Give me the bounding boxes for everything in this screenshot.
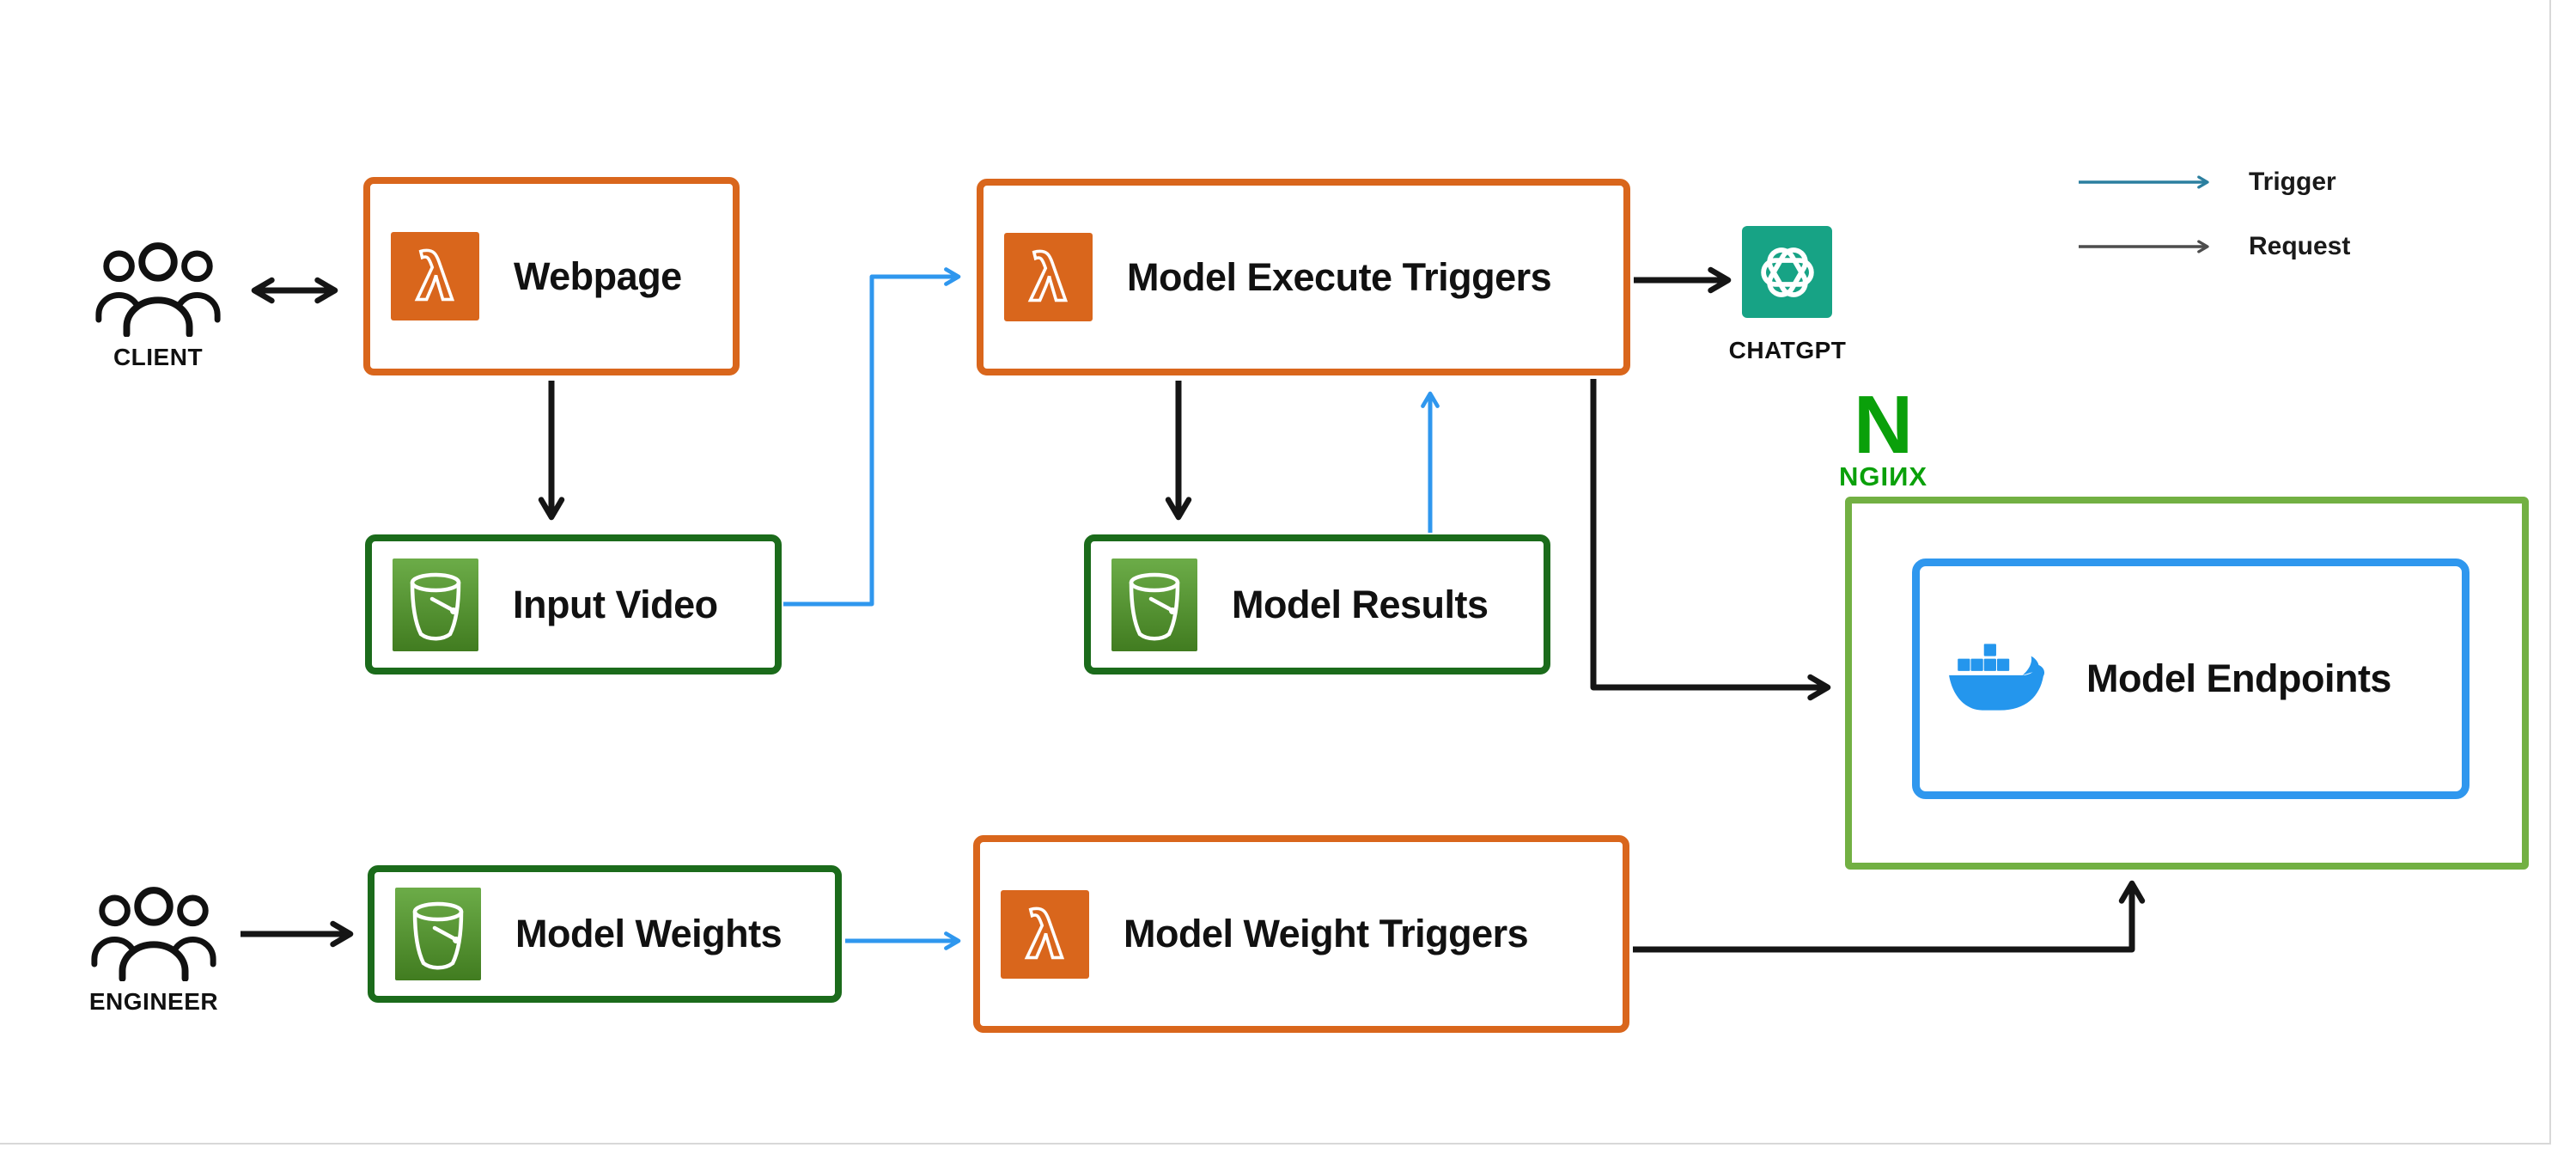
canvas-right-edge (2549, 0, 2551, 1145)
aws-lambda-icon: λ (1001, 889, 1089, 979)
node-model-weights: Model Weights (368, 865, 842, 1003)
aws-lambda-icon: λ (391, 232, 479, 320)
node-webpage: λ Webpage (363, 177, 740, 375)
canvas-bottom-edge (0, 1143, 2551, 1145)
legend-trigger-label: Trigger (2249, 168, 2336, 196)
aws-lambda-icon: λ (1004, 233, 1093, 321)
node-input-video-label: Input Video (513, 582, 718, 626)
node-model-results: Model Results (1084, 534, 1550, 675)
node-model-weight-triggers: λ Model Weight Triggers (973, 835, 1629, 1033)
nginx-wordmark: NGIИX (1838, 461, 1928, 491)
client-label: CLIENT (113, 344, 204, 370)
aws-s3-bucket-icon (395, 888, 481, 980)
engineer-actor (86, 883, 222, 982)
svg-text:λ: λ (1030, 241, 1066, 314)
node-model-endpoints: Model Endpoints (1912, 559, 2469, 799)
node-model-endpoints-label: Model Endpoints (2086, 656, 2391, 700)
people-group-icon (91, 887, 216, 982)
docker-whale-icon (1949, 644, 2045, 711)
edge-model-weight-triggers-model-endpoints (1633, 880, 2146, 953)
svg-text:λ: λ (1026, 899, 1063, 972)
aws-s3-bucket-icon (393, 558, 478, 651)
node-model-weights-label: Model Weights (515, 912, 783, 955)
node-model-execute-triggers-label: Model Execute Triggers (1127, 254, 1552, 299)
node-input-video: Input Video (365, 534, 782, 675)
nginx-n-letter: N (1853, 379, 1914, 471)
chatgpt-openai-icon (1760, 247, 1814, 297)
client-actor (90, 239, 226, 338)
people-group-icon (95, 242, 221, 338)
node-model-execute-triggers: λ Model Execute Triggers (977, 179, 1630, 375)
nginx-logo: N NGIИX (1830, 379, 1937, 492)
aws-s3-bucket-icon (1111, 558, 1197, 651)
node-webpage-label: Webpage (514, 253, 682, 298)
node-model-weight-triggers-label: Model Weight Triggers (1124, 912, 1529, 955)
legend-request-label: Request (2249, 232, 2351, 260)
svg-text:λ: λ (417, 241, 453, 314)
chatgpt-node (1742, 226, 1832, 318)
engineer-label: ENGINEER (88, 988, 219, 1015)
edge-model-execute-triggers-model-endpoints (1590, 379, 1831, 701)
node-model-results-label: Model Results (1232, 582, 1489, 626)
chatgpt-label: CHATGPT (1728, 337, 1847, 363)
edge-input-video-model-execute-triggers (783, 267, 961, 607)
